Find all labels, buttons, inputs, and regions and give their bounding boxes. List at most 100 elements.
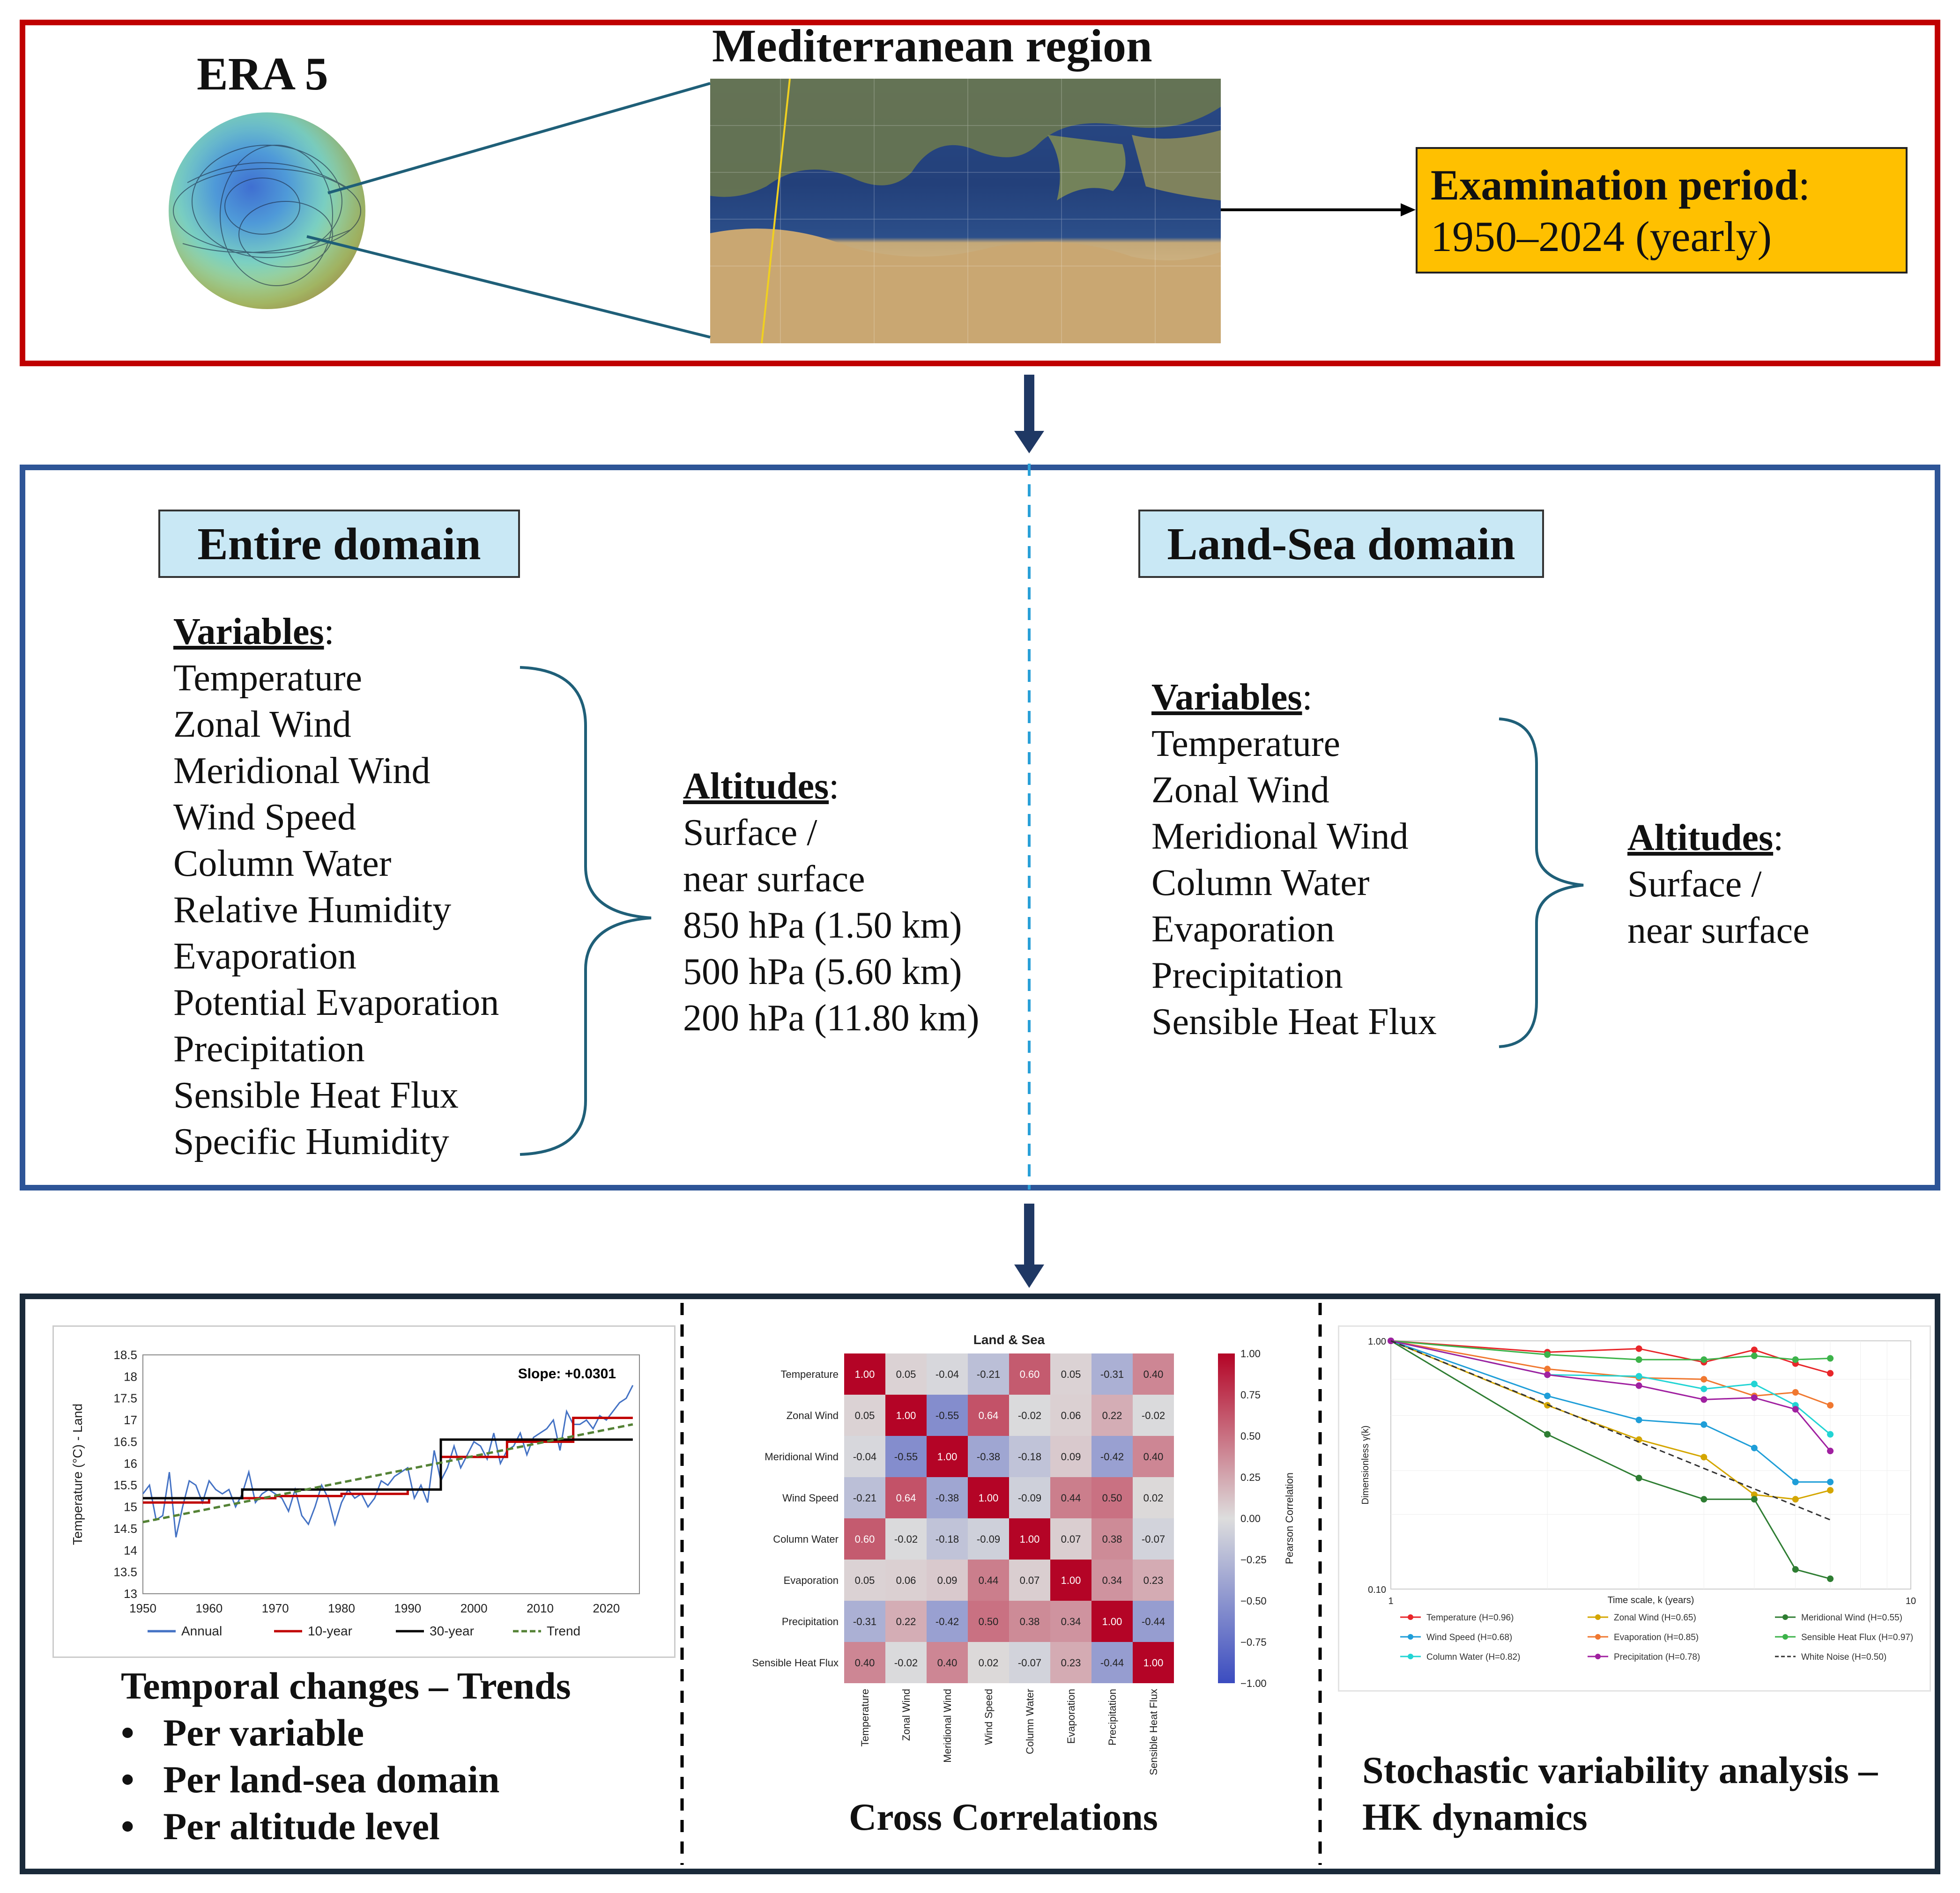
divider-and-braces — [520, 464, 1584, 1288]
x-tick-label: 2020 — [593, 1601, 620, 1615]
hk-series-point — [1792, 1389, 1799, 1396]
entire-variable: Evaporation — [173, 936, 356, 977]
legend-marker — [1595, 1654, 1601, 1659]
x-tick-label: 2000 — [460, 1601, 488, 1615]
y-axis-label: Temperature (°C) - Land — [70, 1404, 85, 1545]
entire-variable: Specific Humidity — [173, 1121, 449, 1162]
legend-label: Temperature (H=0.96) — [1426, 1613, 1514, 1623]
heatmap-cell — [1091, 1436, 1133, 1477]
y-tick-label: 15 — [124, 1500, 137, 1514]
series-line-trend — [142, 1423, 633, 1523]
colorbar-tick: −0.50 — [1240, 1595, 1267, 1607]
cell-value: 0.40 — [855, 1657, 875, 1669]
heatmap-cell — [1133, 1601, 1174, 1642]
cell-value: -0.44 — [1100, 1657, 1124, 1669]
y-tick-label: 14 — [124, 1543, 137, 1557]
globe-image — [169, 112, 365, 309]
cell-value: -0.04 — [853, 1451, 876, 1463]
exam-colon: : — [1798, 161, 1811, 209]
entire-altitudes-header: Altitudes — [683, 766, 829, 807]
legend-label: Sensible Heat Flux (H=0.97) — [1801, 1633, 1913, 1642]
entire-variables-header: Variables — [173, 611, 324, 652]
hk-series-point — [1544, 1366, 1551, 1373]
heatmap-cell — [844, 1642, 885, 1683]
cell-value: -0.04 — [935, 1368, 959, 1380]
cell-value: 0.07 — [1061, 1533, 1081, 1545]
colorbar-tick: 0.00 — [1240, 1513, 1261, 1524]
entire-variable: Potential Evaporation — [173, 982, 499, 1023]
heatmap-cell — [885, 1518, 927, 1560]
cell-value: -0.38 — [977, 1451, 1000, 1463]
x-tick-label: 1980 — [328, 1601, 355, 1615]
hk-series-point — [1792, 1356, 1799, 1363]
legend-marker — [1782, 1614, 1788, 1620]
legend-label: White Noise (H=0.50) — [1801, 1652, 1886, 1662]
row-label: Sensible Heat Flux — [752, 1657, 839, 1669]
heatmap-cell — [1050, 1601, 1091, 1642]
hk-series-point — [1635, 1475, 1642, 1482]
landsea-variables-list: Variables: Temperature Zonal Wind Meridi… — [1151, 674, 1437, 1045]
cell-value: -0.21 — [853, 1492, 876, 1504]
heatmap-cell — [968, 1642, 1009, 1683]
heatmap-cell — [968, 1353, 1009, 1395]
cell-value: 1.00 — [937, 1451, 958, 1463]
series-line-annual — [142, 1385, 634, 1538]
col-label: Zonal Wind — [900, 1689, 912, 1741]
cell-value: 0.40 — [937, 1657, 958, 1669]
y-tick-label: 14.5 — [113, 1522, 137, 1536]
landsea-altitude: near surface — [1627, 910, 1810, 951]
landsea-variable: Precipitation — [1151, 955, 1343, 996]
y-tick-label: 17.5 — [113, 1391, 137, 1405]
heatmap-cell — [1050, 1395, 1091, 1436]
colorbar — [1218, 1353, 1235, 1683]
cell-value: 0.40 — [1143, 1451, 1164, 1463]
heatmap-cell — [1091, 1477, 1133, 1518]
hk-series-point — [1751, 1496, 1758, 1503]
hk-series-point — [1635, 1382, 1642, 1389]
examination-period-box: Examination period: 1950–2024 (yearly) — [1416, 147, 1908, 274]
heatmap-cell — [1009, 1518, 1050, 1560]
col-label: Temperature — [859, 1689, 871, 1747]
hk-series-point — [1635, 1356, 1642, 1363]
entire-variable: Precipitation — [173, 1028, 365, 1070]
heatmap-cell — [844, 1518, 885, 1560]
cell-value: 1.00 — [896, 1410, 916, 1421]
cell-value: -0.38 — [935, 1492, 959, 1504]
heatmap-cell — [1091, 1642, 1133, 1683]
mediterranean-map — [710, 79, 1221, 343]
trend-bullet-text: Per land-sea domain — [163, 1758, 500, 1801]
heatmap-cell — [968, 1518, 1009, 1560]
entire-altitude: 850 hPa (1.50 km) — [683, 905, 962, 946]
heatmap-cell — [844, 1353, 885, 1395]
exam-value: 1950–2024 (yearly) — [1431, 213, 1772, 261]
legend-marker — [1408, 1634, 1413, 1640]
cell-value: -0.09 — [977, 1533, 1000, 1545]
hk-series-point — [1827, 1402, 1834, 1409]
legend-label: Meridional Wind (H=0.55) — [1801, 1613, 1902, 1623]
landsea-altitudes-list: Altitudes: Surface / near surface — [1627, 815, 1810, 954]
entire-altitude: 200 hPa (11.80 km) — [683, 998, 980, 1039]
col-label: Column Water — [1024, 1689, 1036, 1754]
heatmap-cell — [1050, 1560, 1091, 1601]
hk-series-line — [1390, 1340, 1831, 1521]
entire-variable: Wind Speed — [173, 797, 356, 838]
colorbar-tick: 1.00 — [1240, 1348, 1261, 1360]
heatmap-cell — [1133, 1395, 1174, 1436]
legend-label: Annual — [181, 1624, 222, 1638]
cell-value: 0.09 — [937, 1575, 958, 1586]
colorbar-tick: −0.25 — [1240, 1554, 1267, 1566]
exam-title: Examination period — [1431, 161, 1798, 209]
cell-value: -0.09 — [1018, 1492, 1041, 1504]
col-label: Precipitation — [1106, 1689, 1118, 1745]
heatmap-cell — [968, 1601, 1009, 1642]
hk-series-point — [1827, 1487, 1834, 1494]
heatmap-cell — [1133, 1477, 1174, 1518]
entire-variable: Relative Humidity — [173, 889, 452, 931]
x-tick-label: 2010 — [527, 1601, 554, 1615]
hk-series-point — [1700, 1421, 1708, 1428]
heatmap-cell — [844, 1395, 885, 1436]
heatmap-cell — [1091, 1395, 1133, 1436]
hk-caption-line1: Stochastic variability analysis – — [1362, 1749, 1878, 1791]
heatmap-cell — [927, 1477, 968, 1518]
hk-series-point — [1751, 1444, 1758, 1451]
